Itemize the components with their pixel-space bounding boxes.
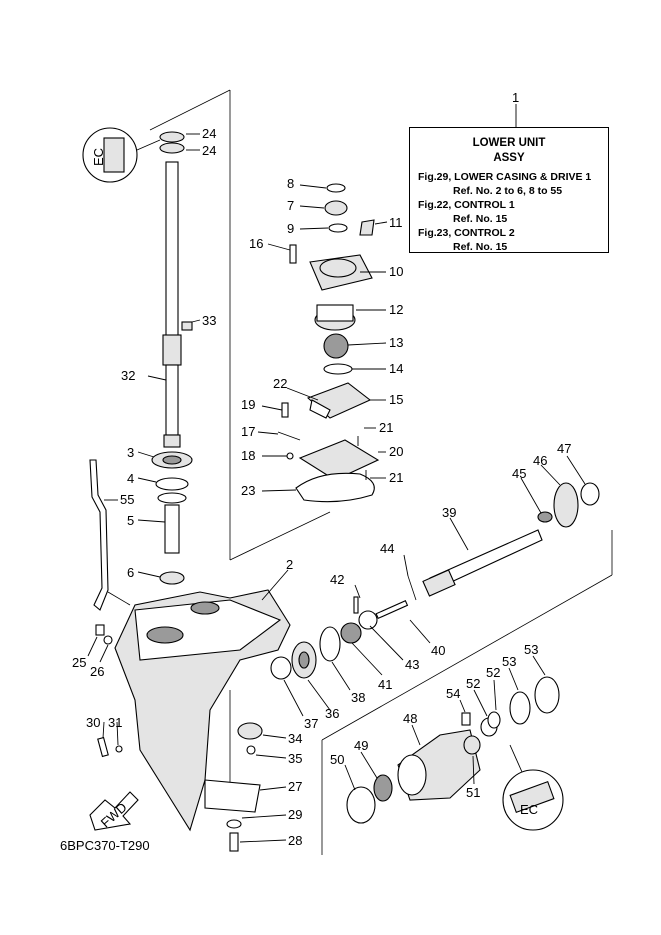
callout-51: 51: [466, 785, 480, 800]
info-ref-2: Fig.22, CONTROL 1: [418, 199, 515, 211]
callout-16: 16: [249, 236, 263, 251]
callout-36: 36: [325, 706, 339, 721]
diagram-code: 6BPC370-T290: [60, 838, 150, 853]
callout-24b: 24: [202, 143, 216, 158]
assembly-info-box: LOWER UNIT ASSY Fig.29, LOWER CASING & D…: [409, 127, 609, 253]
propeller-shaft-assembly: [270, 482, 600, 824]
callout-43: 43: [405, 657, 419, 672]
ec-label-bottom: EC: [520, 802, 538, 817]
callout-12: 12: [389, 302, 403, 317]
callout-24a: 24: [202, 126, 216, 141]
callout-48: 48: [403, 711, 417, 726]
callout-4: 4: [127, 471, 134, 486]
shift-rod: [89, 459, 109, 611]
callout-19: 19: [241, 397, 255, 412]
callout-8: 8: [287, 176, 294, 191]
callout-41: 41: [378, 677, 392, 692]
callout-10: 10: [389, 264, 403, 279]
lower-casing: [114, 589, 291, 832]
callout-42: 42: [330, 572, 344, 587]
callout-26: 26: [90, 664, 104, 679]
callout-22: 22: [273, 376, 287, 391]
callout-29: 29: [288, 807, 302, 822]
callout-53b: 53: [524, 642, 538, 657]
info-detail-1: Ref. No. 2 to 6, 8 to 55: [453, 185, 563, 197]
misc-fasteners: [95, 624, 263, 852]
info-ref-3: Fig.23, CONTROL 2: [418, 227, 515, 239]
ec-seal-detail-bottom: EC: [502, 744, 564, 831]
info-detail-3: Ref. No. 15: [453, 241, 508, 253]
callout-32: 32: [121, 368, 135, 383]
callout-21a: 21: [379, 420, 393, 435]
callout-2: 2: [286, 557, 293, 572]
callout-37: 37: [304, 716, 318, 731]
ec-label-top: EC: [91, 148, 106, 166]
drive-shaft-assembly: [151, 131, 193, 585]
callout-28: 28: [288, 833, 302, 848]
callout-13: 13: [389, 335, 403, 350]
callout-34: 34: [288, 731, 302, 746]
callout-46: 46: [533, 453, 547, 468]
fwd-direction-arrow: FWD: [89, 791, 139, 831]
callout-53a: 53: [502, 654, 516, 669]
callout-numbers: 1 2 3 4 5 6 7 7 9 10 11 12 13 14 15 16 1…: [72, 90, 571, 848]
callout-7b: 7: [287, 198, 294, 213]
callout-40: 40: [431, 643, 445, 658]
callout-33: 33: [202, 313, 216, 328]
info-ref-1: Fig.29, LOWER CASING & DRIVE 1: [418, 171, 592, 183]
callout-11: 11: [389, 215, 403, 230]
callout-14: 14: [389, 361, 403, 376]
callout-17: 17: [241, 424, 255, 439]
callout-54: 54: [446, 686, 460, 701]
callout-47: 47: [557, 441, 571, 456]
assembly-boundary-lines: [107, 89, 613, 855]
callout-20: 20: [389, 444, 403, 459]
leader-lines: [87, 104, 586, 843]
callout-50: 50: [330, 752, 344, 767]
callout-25: 25: [72, 655, 86, 670]
callout-27: 27: [288, 779, 302, 794]
callout-15: 15: [389, 392, 403, 407]
callout-52a: 52: [466, 676, 480, 691]
callout-3: 3: [127, 445, 134, 460]
water-pump-assembly: [277, 183, 380, 503]
callout-6: 6: [127, 565, 134, 580]
callout-31: 31: [108, 715, 122, 730]
callout-1: 1: [512, 90, 519, 105]
callout-45: 45: [512, 466, 526, 481]
callout-52b: 52: [486, 665, 500, 680]
callout-9: 9: [287, 221, 294, 236]
callout-39: 39: [442, 505, 456, 520]
callout-30: 30: [86, 715, 100, 730]
callout-21b: 21: [389, 470, 403, 485]
callout-38: 38: [351, 690, 365, 705]
info-subtitle: ASSY: [493, 152, 525, 164]
callout-49: 49: [354, 738, 368, 753]
ec-seal-detail-top: EC: [82, 127, 161, 183]
callout-18: 18: [241, 448, 255, 463]
info-title: LOWER UNIT: [472, 137, 546, 149]
callout-44: 44: [380, 541, 394, 556]
callout-35: 35: [288, 751, 302, 766]
info-detail-2: Ref. No. 15: [453, 213, 508, 225]
callout-5: 5: [127, 513, 134, 528]
callout-23: 23: [241, 483, 255, 498]
callout-55: 55: [120, 492, 134, 507]
